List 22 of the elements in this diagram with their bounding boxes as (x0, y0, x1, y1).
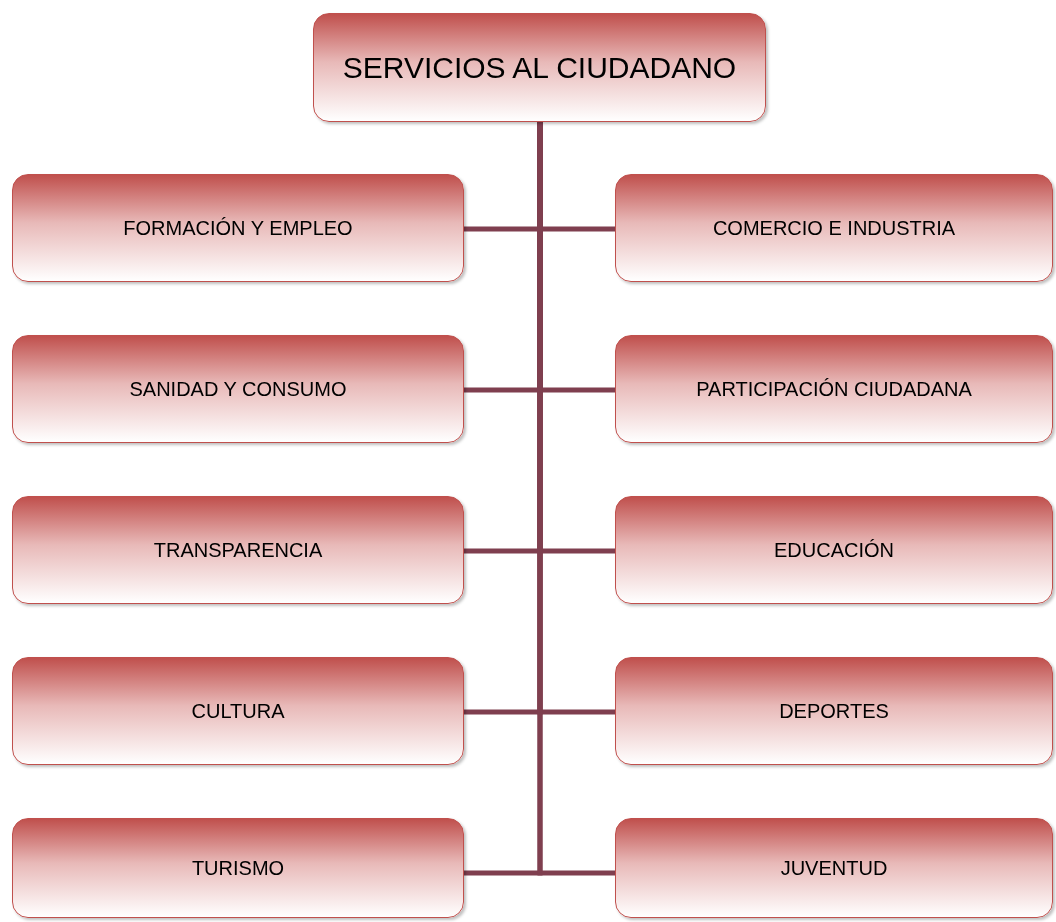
box-label: JUVENTUD (779, 856, 889, 880)
category-box (12, 657, 464, 765)
box-label: PARTICIPACIÓN CIUDADANA (695, 377, 973, 401)
box-label: COMERCIO E INDUSTRIA (711, 216, 957, 240)
category-box (615, 657, 1053, 765)
box-label: SANIDAD Y CONSUMO (128, 377, 348, 401)
box-label: TURISMO (190, 856, 286, 880)
category-box (615, 818, 1053, 918)
box-label: EDUCACIÓN (773, 538, 895, 562)
category-box (12, 818, 464, 918)
category-box (615, 174, 1053, 282)
box-label: DEPORTES (778, 699, 890, 723)
root-box (313, 13, 766, 122)
category-box (615, 335, 1053, 443)
box-label: TRANSPARENCIA (152, 538, 324, 562)
category-box (12, 174, 464, 282)
category-box (12, 335, 464, 443)
category-box (12, 496, 464, 604)
category-box (615, 496, 1053, 604)
box-label: CULTURA (190, 699, 286, 723)
box-label: SERVICIOS AL CIUDADANO (341, 50, 738, 85)
box-label: FORMACIÓN Y EMPLEO (122, 216, 354, 240)
